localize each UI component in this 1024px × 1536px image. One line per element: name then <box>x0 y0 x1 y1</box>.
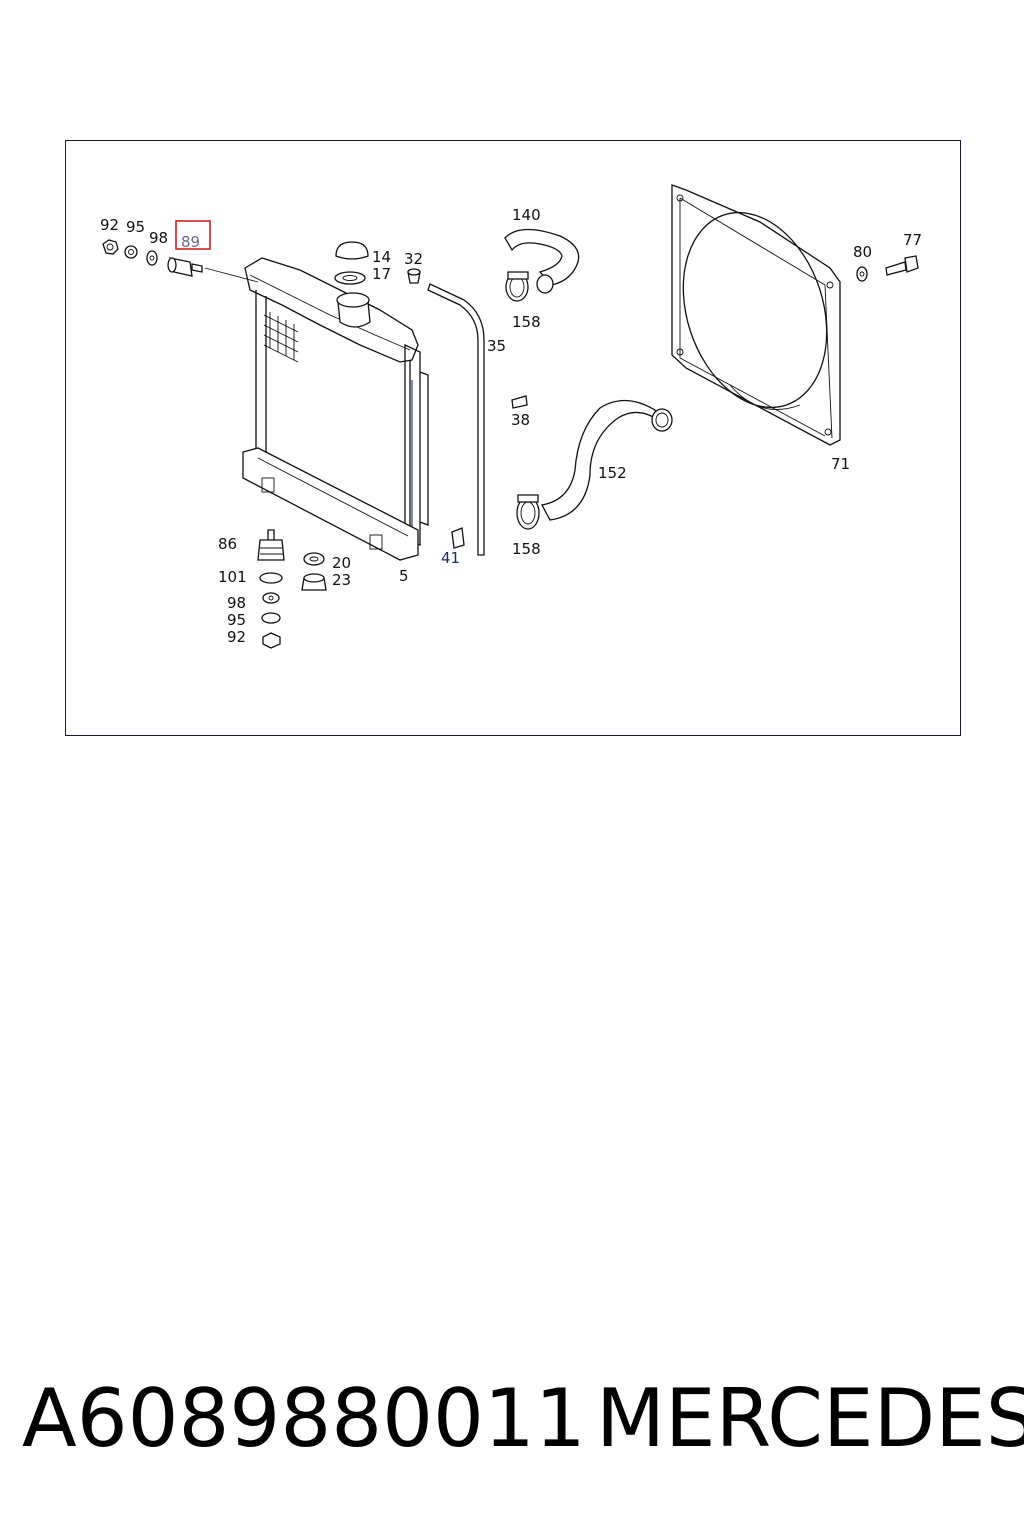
mount-hardware <box>257 529 327 649</box>
bolt-pipe <box>407 268 485 556</box>
callout-23: 23 <box>332 571 351 589</box>
callout-38: 38 <box>511 411 530 429</box>
callout-101: 101 <box>218 568 247 586</box>
callout-89[interactable]: 89 <box>181 233 200 251</box>
caption: A6089880011 MERCEDES <box>0 1372 1024 1472</box>
radiator-drawing <box>242 257 429 561</box>
callout-35: 35 <box>487 337 506 355</box>
washer-bolt <box>856 255 919 282</box>
callout-92: 92 <box>100 216 119 234</box>
callout-86: 86 <box>218 535 237 553</box>
brand-name: MERCEDES <box>596 1372 1024 1465</box>
callout-32: 32 <box>404 250 423 268</box>
callout-77: 77 <box>903 231 922 249</box>
callout-41: 41 <box>441 549 460 567</box>
callout-92: 92 <box>227 628 246 646</box>
fan-shroud <box>671 184 841 446</box>
callout-5: 5 <box>399 567 409 585</box>
hardware-top-left <box>102 239 203 277</box>
highlight-box <box>175 220 211 250</box>
callout-98: 98 <box>227 594 246 612</box>
parts-diagram: 92 95 98 89 14 17 32 35 140 158 38 152 1… <box>100 184 922 649</box>
part-number: A6089880011 <box>22 1372 586 1465</box>
callout-95: 95 <box>227 611 246 629</box>
callout-98: 98 <box>149 229 168 247</box>
callout-71: 71 <box>831 455 850 473</box>
hose-upper <box>504 228 580 302</box>
hose-lower <box>516 399 673 530</box>
callout-80: 80 <box>853 243 872 261</box>
callout-158: 158 <box>512 313 541 331</box>
callout-158: 158 <box>512 540 541 558</box>
callout-152: 152 <box>598 464 627 482</box>
clip-41 <box>451 527 465 549</box>
callout-17: 17 <box>372 265 391 283</box>
callout-20: 20 <box>332 554 351 572</box>
callout-95: 95 <box>126 218 145 236</box>
callout-140: 140 <box>512 206 541 224</box>
leader-line <box>204 267 259 283</box>
callout-14: 14 <box>372 248 391 266</box>
clip <box>511 395 528 409</box>
cap-seal <box>334 241 369 285</box>
